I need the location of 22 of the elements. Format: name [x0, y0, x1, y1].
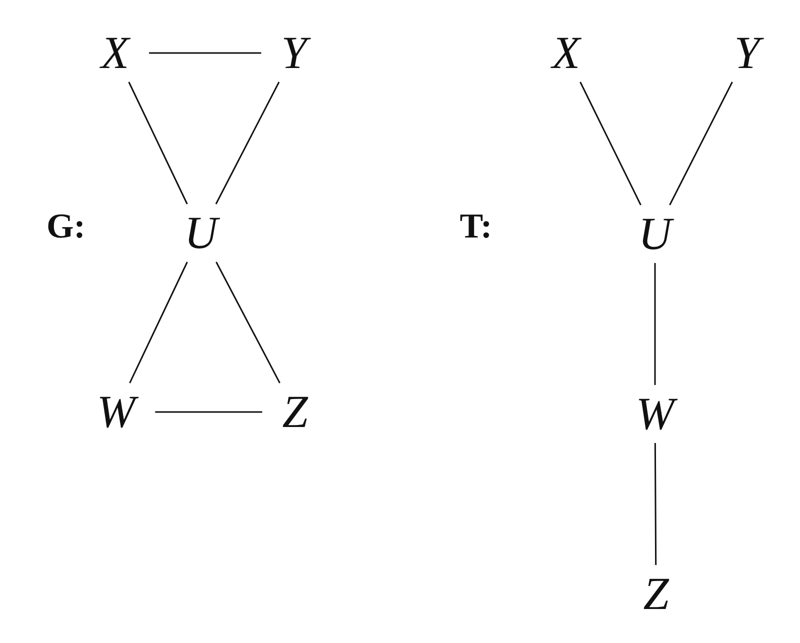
vertex-label: W: [90, 389, 142, 435]
edge-line: [654, 263, 656, 385]
vertex-label: U: [632, 211, 678, 257]
vertex-label: Z: [276, 389, 314, 435]
vertex-label: Z: [637, 571, 675, 617]
graph-label: T:: [460, 208, 492, 244]
vertex-label: W: [630, 391, 680, 437]
edge-line: [669, 82, 733, 206]
edge-line: [149, 52, 262, 54]
edge-line: [654, 443, 657, 565]
vertex-label: Y: [275, 30, 313, 76]
edge-line: [580, 82, 642, 206]
graph-label: G:: [46, 208, 86, 244]
edge-line: [216, 262, 280, 384]
edge-line: [129, 262, 188, 384]
edge-line: [128, 82, 188, 204]
edge-line: [215, 82, 280, 204]
vertex-label: Y: [728, 30, 766, 76]
vertex-label: X: [546, 30, 586, 76]
edge-line: [155, 411, 262, 413]
vertex-label: X: [94, 30, 136, 76]
vertex-label: U: [178, 210, 224, 256]
